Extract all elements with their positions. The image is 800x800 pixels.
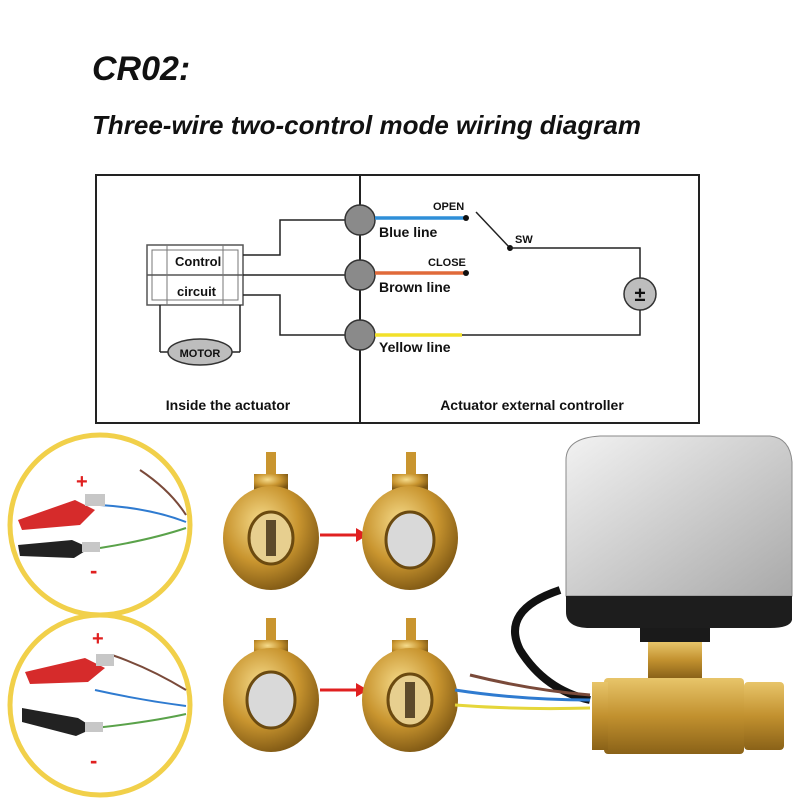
actuator-photo xyxy=(454,435,793,754)
motor-label: MOTOR xyxy=(180,348,221,360)
diagram-frame xyxy=(95,174,700,424)
valve-bottom-left xyxy=(223,618,319,752)
clip-top-minus: - xyxy=(90,558,97,583)
terminal-brown xyxy=(344,259,376,291)
clip-bottom-plus: + xyxy=(92,628,104,650)
inside-actuator-label: Inside the actuator xyxy=(166,397,291,413)
yellow-line-label: Yellow line xyxy=(379,339,451,355)
alligator-clips-bottom xyxy=(7,612,193,798)
clip-bottom-minus: - xyxy=(90,748,97,773)
control-label: Control xyxy=(175,254,221,269)
motor-icon xyxy=(167,338,233,366)
close-label: CLOSE xyxy=(428,257,466,269)
circuit-label: circuit xyxy=(177,284,217,299)
switch-arm xyxy=(475,211,511,249)
clip-top-plus: + xyxy=(76,471,88,493)
valve-bottom-right xyxy=(362,618,458,752)
page-title: CR02: xyxy=(92,50,191,88)
brown-line-label: Brown line xyxy=(379,279,451,295)
alligator-clips-top xyxy=(7,432,193,618)
terminal-blue xyxy=(344,204,376,236)
valve-top-left xyxy=(223,452,319,590)
page-subtitle: Three-wire two-control mode wiring diagr… xyxy=(92,110,641,140)
power-symbol: ± xyxy=(635,284,646,306)
control-circuit-box xyxy=(146,244,244,306)
blue-line-label: Blue line xyxy=(379,224,438,240)
external-controller-label: Actuator external controller xyxy=(440,397,624,413)
sw-label: SW xyxy=(515,234,533,246)
open-label: OPEN xyxy=(433,201,464,213)
valve-top-right xyxy=(362,452,458,590)
